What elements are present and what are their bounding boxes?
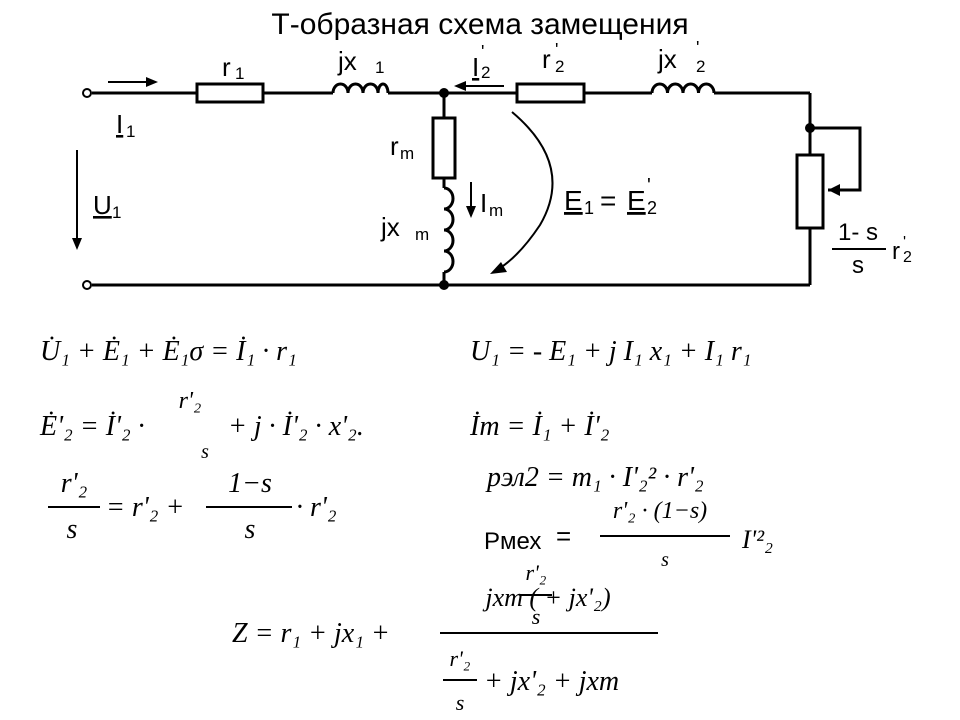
svg-text:r: r	[390, 131, 399, 161]
svg-text:I'²₂: I'²₂	[741, 525, 773, 554]
formula-im: İm = İ₁ + İ'₂	[469, 411, 610, 442]
label-u1: U 1	[93, 190, 121, 222]
terminal-top	[82, 88, 92, 98]
inductor-xm	[443, 186, 455, 274]
svg-text:': '	[481, 42, 484, 62]
formula-pel2: pэл2 = m₁ · I'₂² · r'₂	[485, 462, 704, 493]
label-im: I m	[480, 188, 503, 220]
label-load: 1- s s r ' 2	[832, 219, 912, 279]
junction-rheostat	[805, 123, 815, 133]
svg-text:': '	[903, 234, 906, 251]
svg-text:E: E	[564, 185, 583, 216]
svg-text:r: r	[892, 238, 900, 265]
resistor-r1	[195, 82, 265, 104]
svg-text:1- s: 1- s	[838, 219, 878, 246]
svg-text:+ j · İ'₂ · x'₂.: + j · İ'₂ · x'₂.	[228, 411, 364, 442]
svg-text:m: m	[400, 144, 414, 163]
inductor-x1	[331, 82, 390, 94]
svg-text:2: 2	[903, 249, 912, 266]
voltage-arrow-u1	[72, 150, 82, 250]
svg-text:': '	[647, 175, 651, 197]
formula-pmex: Pмех = r'₂ · (1−s) s I'²₂	[484, 498, 773, 571]
rheostat-arrow-icon	[828, 184, 840, 196]
svg-text:= r'₂ +: = r'₂ +	[106, 492, 184, 523]
label-jxm: jx m	[380, 212, 429, 244]
formula-r2-split: r'₂ s = r'₂ + 1−s s · r'₂	[48, 468, 337, 545]
formula-u1: U₁ = - E₁ + j I₁ x₁ + I₁ r₁	[470, 336, 752, 367]
svg-text:r: r	[222, 52, 231, 82]
current-arrow-i2	[454, 81, 504, 91]
junction-top	[439, 88, 449, 98]
svg-text:Pмех: Pмех	[484, 528, 541, 555]
svg-text:': '	[555, 40, 558, 60]
svg-text:1: 1	[375, 58, 384, 77]
label-emf: E 1 = E ' 2	[564, 175, 657, 218]
svg-text:I: I	[480, 188, 487, 218]
svg-text:r: r	[542, 44, 551, 74]
resistor-r2	[515, 82, 586, 104]
svg-text:r'₂: r'₂	[450, 646, 471, 671]
svg-text:s: s	[852, 252, 864, 279]
svg-text:2: 2	[555, 57, 564, 76]
label-jx1: jx 1	[337, 46, 384, 77]
svg-text:U: U	[93, 190, 112, 220]
page-title: Т-образная схема замещения	[271, 8, 688, 41]
junction-bottom	[439, 280, 449, 290]
svg-text:m: m	[489, 201, 503, 220]
svg-text:Ė'₂ = İ'₂ ·: Ė'₂ = İ'₂ ·	[39, 411, 145, 442]
formula-impedance: Z = r₁ + jx₁ + jxm ( + jx'₂) r'₂ s r'₂ s…	[232, 560, 658, 715]
svg-text:=: =	[600, 185, 616, 216]
emf-curved-arrow	[490, 111, 554, 274]
svg-text:1: 1	[584, 198, 594, 218]
svg-text:jx: jx	[657, 44, 677, 74]
svg-text:s: s	[67, 514, 78, 545]
svg-text:jxm ( + jx'₂): jxm ( + jx'₂)	[482, 583, 610, 612]
label-jx2: jx ' 2	[657, 38, 705, 76]
svg-text:m: m	[415, 225, 429, 244]
svg-text:r'₂ · (1−s): r'₂ · (1−s)	[613, 498, 707, 524]
current-arrow-i1	[108, 77, 158, 87]
label-r2: r ' 2	[542, 40, 564, 76]
svg-text:1−s: 1−s	[228, 468, 272, 499]
svg-text:s: s	[456, 690, 465, 715]
svg-text:s: s	[532, 604, 541, 629]
svg-text:jx: jx	[380, 212, 400, 242]
formula-voltage-balance: U̇₁ + Ė₁ + Ė₁σ = İ₁ · r₁	[40, 336, 297, 367]
inductor-x2	[650, 82, 716, 94]
current-arrow-im	[466, 182, 476, 218]
svg-text:s: s	[201, 441, 209, 463]
svg-text:+ jx'₂ + jxm: + jx'₂ + jxm	[484, 666, 619, 697]
svg-text:s: s	[245, 514, 256, 545]
resistor-rm	[431, 116, 457, 180]
svg-text:1: 1	[126, 122, 135, 141]
svg-text:1: 1	[112, 203, 121, 222]
svg-text:2: 2	[647, 198, 657, 218]
terminal-bottom	[82, 280, 92, 290]
svg-text:r'₂: r'₂	[526, 560, 547, 585]
label-rm: r m	[390, 131, 414, 163]
svg-text:2: 2	[696, 57, 705, 76]
formula-e2: Ė'₂ = İ'₂ · r'₂ s + j · İ'₂ · x'₂.	[39, 388, 364, 463]
label-i2: I ' 2	[472, 42, 490, 82]
svg-text:r'₂: r'₂	[61, 468, 88, 499]
svg-text:s: s	[661, 549, 669, 571]
svg-text:2: 2	[481, 63, 490, 82]
svg-text:Z = r₁ + jx₁ +: Z = r₁ + jx₁ +	[232, 618, 390, 649]
svg-text:I: I	[116, 109, 123, 139]
label-r1: r 1	[222, 52, 244, 83]
resistor-load	[795, 153, 825, 230]
label-i1: I 1	[116, 109, 135, 141]
svg-text:=: =	[556, 521, 571, 551]
svg-text:r'₂: r'₂	[179, 388, 202, 414]
svg-text:jx: jx	[337, 46, 357, 76]
svg-text:I: I	[472, 52, 479, 82]
svg-text:E: E	[627, 185, 646, 216]
svg-text:': '	[696, 38, 699, 58]
svg-text:· r'₂: · r'₂	[296, 492, 337, 523]
svg-text:1: 1	[235, 64, 244, 83]
circuit-wires	[92, 91, 862, 287]
